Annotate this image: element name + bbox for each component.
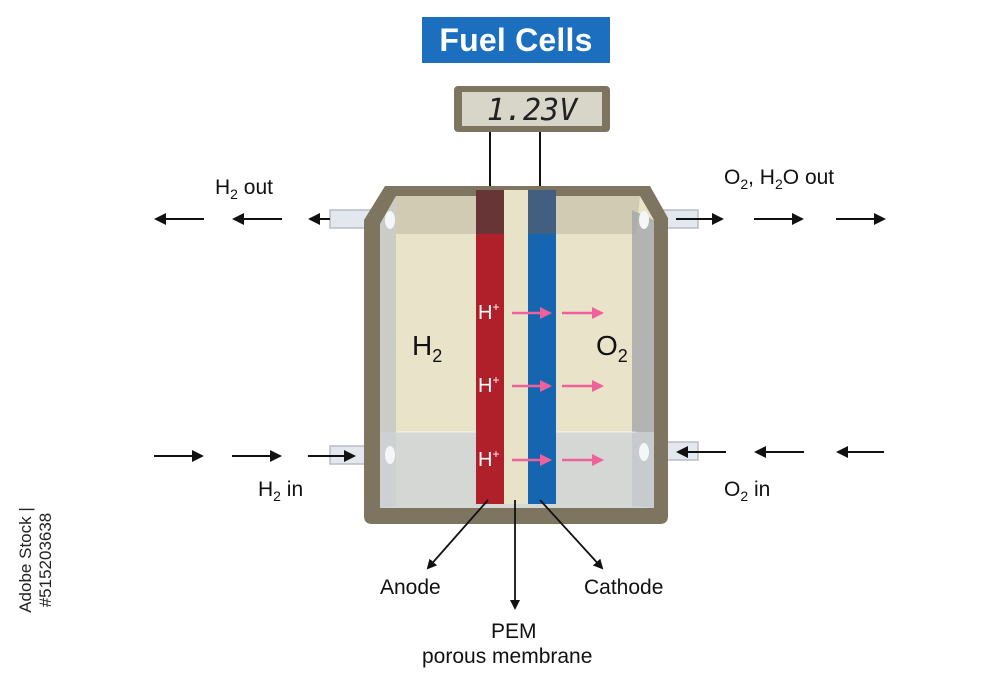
title-banner: Fuel Cells (422, 17, 610, 63)
anode-top-shade (476, 190, 504, 234)
voltmeter-reading: 1.23V (486, 92, 578, 128)
cathode-gas-label: O2 (596, 330, 628, 366)
ion-label-3: H+ (478, 447, 500, 471)
h2-in-label: H2 in (258, 478, 304, 504)
cathode-electrode (528, 190, 556, 504)
anode-gas-label: H2 (412, 330, 443, 366)
anode-leader (426, 499, 489, 570)
h2-out-label: H2 out (215, 176, 273, 202)
o2-h2o-out-label: O2, H2O out (724, 166, 835, 192)
anode-electrode (476, 190, 504, 504)
h2-in-opening (385, 446, 395, 464)
voltmeter-display (462, 92, 602, 126)
pem-membrane (504, 190, 528, 504)
page-title: Fuel Cells (439, 21, 593, 58)
ion-label-1: H+ (478, 300, 500, 324)
left-wall (380, 196, 396, 508)
o2-h2o-out-opening (639, 211, 649, 229)
o2-in-opening (639, 443, 649, 461)
cathode-label: Cathode (584, 576, 664, 599)
cathode-leader (539, 499, 604, 570)
pem-label: PEM (491, 620, 537, 643)
h2-out-opening (385, 211, 395, 229)
anode-label: Anode (380, 576, 441, 599)
side-stock-text: Adobe Stock | #515203638 (16, 507, 55, 613)
cathode-top-shade (528, 190, 556, 234)
pem-sublabel: porous membrane (422, 645, 593, 668)
ion-label-2: H+ (478, 373, 500, 397)
o2-in-label: O2 in (724, 478, 771, 504)
